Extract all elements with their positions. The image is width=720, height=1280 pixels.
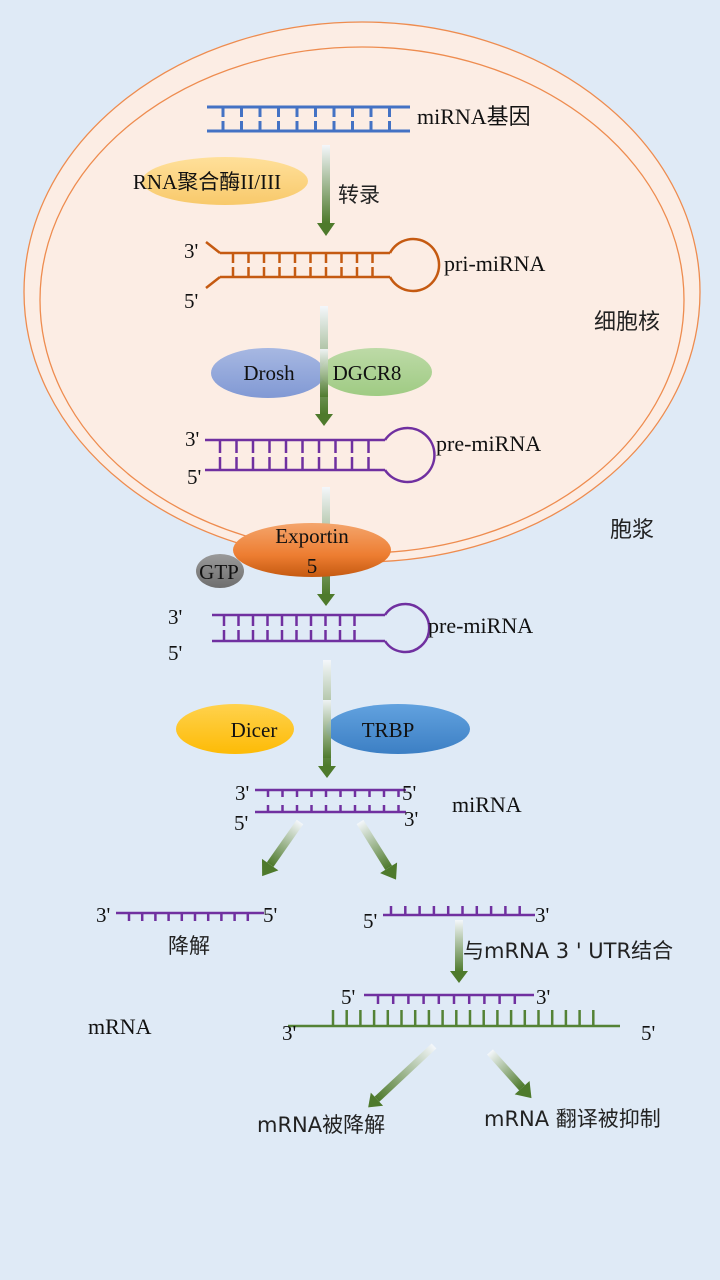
duplex-top-left-label: 3'	[235, 781, 249, 805]
bound-guide-3prime-label: 3'	[536, 985, 550, 1009]
pre-mirna-nuclear-hairpin	[205, 426, 436, 484]
pre-mirna-cyto-hairpin	[212, 602, 431, 654]
guide-5prime-label: 5'	[363, 909, 377, 933]
pre-mirna-cyto-label: pre-miRNA	[428, 613, 533, 638]
arrow-drosha-overlay	[320, 349, 328, 397]
pri-mirna-hairpin	[205, 237, 441, 293]
outcome-degraded-label: mRNA被降解	[257, 1113, 385, 1137]
guide-3prime-label: 3'	[535, 903, 549, 927]
arrow-to-guide-icon	[356, 819, 398, 880]
arrow-dicer-overlay	[323, 700, 331, 758]
passenger-3prime-label: 3'	[96, 903, 110, 927]
arrow-to-passenger-icon	[261, 819, 304, 877]
gtp-label: GTP	[199, 560, 239, 584]
rna-polymerase-label: RNA聚合酶II/III	[133, 170, 281, 194]
mirna-gene	[207, 105, 410, 133]
trbp-enzyme	[326, 704, 470, 754]
arrow-transcription-icon	[317, 145, 335, 236]
nucleus	[23, 21, 701, 563]
dicer-label: Dicer	[231, 718, 278, 742]
exportin-label-line1: Exportin	[275, 524, 349, 548]
rna-polymerase-enzyme	[142, 157, 308, 205]
gene-label: miRNA基因	[417, 104, 531, 129]
bound-guide-5prime-label: 5'	[341, 985, 355, 1009]
pre-mirna-nuclear-5prime-label: 5'	[187, 465, 201, 489]
drosha-label: Drosh	[243, 361, 295, 385]
transcription-label: 转录	[338, 183, 380, 207]
pri-mirna-label: pri-miRNA	[444, 251, 546, 276]
bound-guide-strand	[364, 993, 534, 1004]
pre-mirna-cyto-3prime-label: 3'	[168, 605, 182, 629]
arrow-binding-icon	[450, 920, 468, 983]
duplex-bottom-right-label: 3'	[404, 807, 418, 831]
gtp-molecule	[196, 554, 244, 588]
exportin-label-line2: 5	[307, 554, 318, 578]
dgcr8-label: DGCR8	[333, 361, 402, 385]
binding-step-label: 与mRNA 3 ' UTR结合	[463, 939, 673, 963]
passenger-5prime-label: 5'	[263, 903, 277, 927]
outcome-repressed-label: mRNA 翻译被抑制	[484, 1107, 661, 1131]
arrow-to-degraded-icon	[368, 1043, 437, 1108]
mrna-strand	[288, 1010, 620, 1028]
trbp-label: TRBP	[362, 718, 415, 742]
pre-mirna-nuclear-label: pre-miRNA	[436, 431, 541, 456]
pri-mirna-3prime-label: 3'	[184, 239, 198, 263]
mirna-label: miRNA	[452, 792, 522, 817]
pre-mirna-cyto-5prime-label: 5'	[168, 641, 182, 665]
dicer-enzyme	[176, 704, 294, 754]
mirna-duplex	[255, 788, 406, 814]
mrna-5prime-label: 5'	[641, 1021, 655, 1045]
nucleus-label: 细胞核	[594, 310, 660, 335]
duplex-top-right-label: 5'	[402, 781, 416, 805]
duplex-bottom-left-label: 5'	[234, 811, 248, 835]
nucleus-outer-membrane	[23, 21, 701, 563]
mrna-label: mRNA	[88, 1014, 152, 1039]
pre-mirna-nuclear-3prime-label: 3'	[185, 427, 199, 451]
cytoplasm-label: 胞浆	[610, 518, 654, 543]
drosha-enzyme	[211, 348, 325, 398]
mrna-3prime-label: 3'	[282, 1021, 296, 1045]
guide-strand	[383, 906, 535, 917]
exportin-5-enzyme	[233, 523, 391, 577]
arrow-to-repressed-icon	[487, 1049, 532, 1099]
dgcr8-enzyme	[320, 348, 432, 396]
pri-mirna-5prime-label: 5'	[184, 289, 198, 313]
passenger-degraded-label: 降解	[168, 934, 210, 958]
passenger-strand	[116, 911, 264, 921]
